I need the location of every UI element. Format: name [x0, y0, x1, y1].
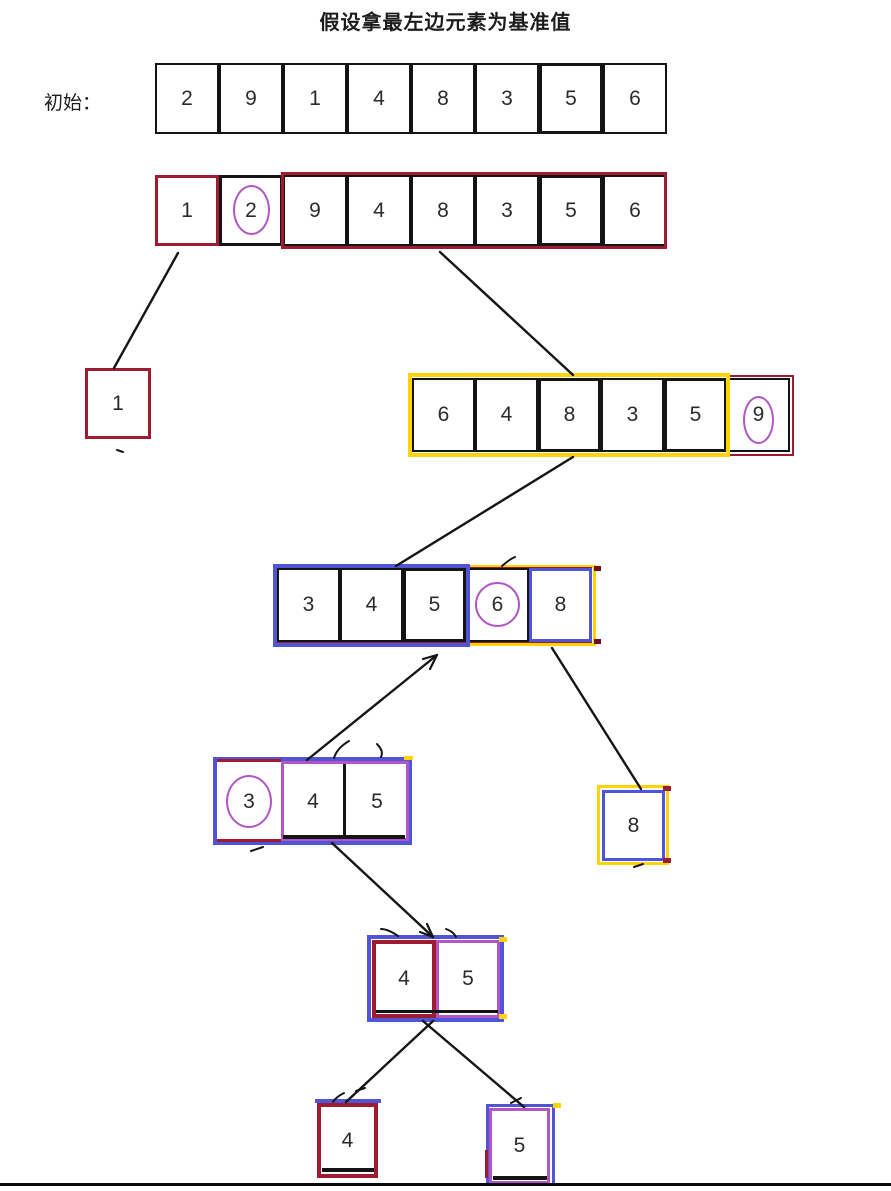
initial-cell-3: 4	[347, 63, 411, 134]
pivot-circle-9	[743, 396, 774, 444]
right1-cell-1: 4	[475, 378, 538, 452]
right1-cell-0: 6	[412, 378, 475, 452]
stray-mark	[217, 839, 281, 842]
cell-divider	[343, 764, 346, 838]
bottom-divider-line	[0, 1183, 891, 1186]
cell-value: 8	[563, 403, 576, 426]
pivot-circle-2	[233, 185, 270, 235]
stray-mark	[594, 639, 601, 644]
left3-cell-2: 5	[345, 762, 409, 841]
stray-mark	[594, 566, 601, 571]
leaf-cell-5: 5	[489, 1108, 550, 1184]
cell-value: 4	[341, 1128, 354, 1152]
stray-mark	[663, 858, 671, 863]
cell-value: 3	[302, 593, 315, 616]
arrowhead	[418, 922, 435, 939]
diagram-title: 假设拿最左边元素为基准值	[319, 12, 572, 34]
stray-mark	[217, 759, 281, 762]
initial-cell-5: 3	[475, 63, 539, 134]
pass1-cell-7: 6	[603, 175, 667, 246]
edge-level3-to-left3	[305, 653, 439, 762]
edge-level3-to-right3	[550, 646, 643, 791]
cell-value: 5	[689, 403, 702, 426]
cell-value: 3	[626, 403, 639, 426]
cell-value: 8	[554, 593, 567, 616]
cell-value: 6	[629, 198, 641, 222]
edge-level5-to-leaf5	[421, 1019, 526, 1109]
left-subarray-cell-1: 1	[85, 368, 151, 439]
initial-cell-0: 2	[155, 63, 219, 134]
stray-mark	[499, 937, 507, 942]
stray-mark	[499, 1014, 507, 1019]
pass1-cell-0: 1	[155, 175, 219, 246]
cell-value: 1	[181, 198, 193, 222]
level5-cell-0: 4	[372, 940, 436, 1018]
level3-cell-1: 4	[340, 568, 403, 642]
pivot-circle-6	[475, 582, 520, 627]
arrowhead	[421, 653, 439, 671]
stray-mark	[322, 1168, 374, 1172]
cell-value: 5	[513, 1134, 526, 1157]
initial-cell-2: 1	[283, 63, 347, 134]
cell-value: 6	[437, 403, 450, 426]
stray-mark	[493, 1176, 547, 1180]
stray-mark	[283, 835, 405, 839]
initial-cell-6: 5	[539, 63, 603, 134]
cell-value: 5	[462, 967, 474, 990]
pass1-cell-3: 4	[347, 175, 411, 246]
right1-cell-2: 8	[538, 378, 601, 452]
cell-value: 3	[501, 86, 513, 110]
stray-mark	[553, 1103, 561, 1108]
initial-cell-1: 9	[219, 63, 283, 134]
cell-value: 4	[373, 86, 385, 110]
edge-pass1-to-right1	[438, 250, 575, 377]
cell-value: 3	[501, 198, 513, 222]
right1-cell-4: 5	[664, 378, 727, 452]
initial-cell-4: 8	[411, 63, 475, 134]
cell-value: 4	[307, 789, 319, 813]
leaf-cell-4: 4	[317, 1103, 378, 1178]
initial-label: 初始：	[44, 93, 102, 114]
initial-cell-7: 6	[603, 63, 667, 134]
right3-cell-8: 8	[602, 790, 665, 861]
cell-value: 1	[309, 86, 321, 110]
cell-value: 9	[245, 86, 257, 110]
cell-value: 4	[398, 967, 410, 990]
level3-cell-0: 3	[277, 568, 340, 642]
edge-level5-to-leaf4	[344, 1019, 435, 1104]
pass1-cell-4: 8	[411, 175, 475, 246]
pass1-cell-6: 5	[539, 175, 603, 246]
pivot-circle-3	[226, 775, 272, 828]
cell-value: 2	[181, 86, 193, 110]
cell-value: 8	[437, 86, 449, 110]
cell-value: 8	[627, 813, 640, 837]
level3-cell-2: 5	[403, 568, 466, 642]
cell-value: 6	[629, 86, 641, 110]
cell-value: 4	[373, 198, 385, 222]
cell-value: 5	[428, 593, 441, 616]
edge-left3-to-level5	[330, 841, 435, 939]
cell-value: 5	[565, 198, 577, 222]
cell-value: 5	[565, 86, 577, 110]
cell-value: 9	[309, 198, 321, 222]
level5-cell-1: 5	[436, 940, 500, 1018]
cell-value: 1	[112, 391, 124, 415]
right1-cell-3: 3	[601, 378, 664, 452]
edge-right1-to-level3	[394, 455, 575, 568]
pass1-cell-2: 9	[283, 175, 347, 246]
stray-mark	[376, 1010, 498, 1013]
stray-mark	[485, 1150, 488, 1178]
cell-value: 5	[371, 789, 383, 813]
stray-mark	[663, 786, 671, 791]
left3-cell-1: 4	[281, 762, 345, 841]
pass1-cell-5: 3	[475, 175, 539, 246]
edge-pass1-to-left1	[112, 251, 180, 370]
cell-value: 8	[437, 198, 449, 222]
level3-cell-4: 8	[529, 568, 592, 642]
stray-mark	[404, 756, 413, 760]
cell-value: 4	[365, 593, 378, 616]
cell-value: 4	[500, 403, 513, 426]
